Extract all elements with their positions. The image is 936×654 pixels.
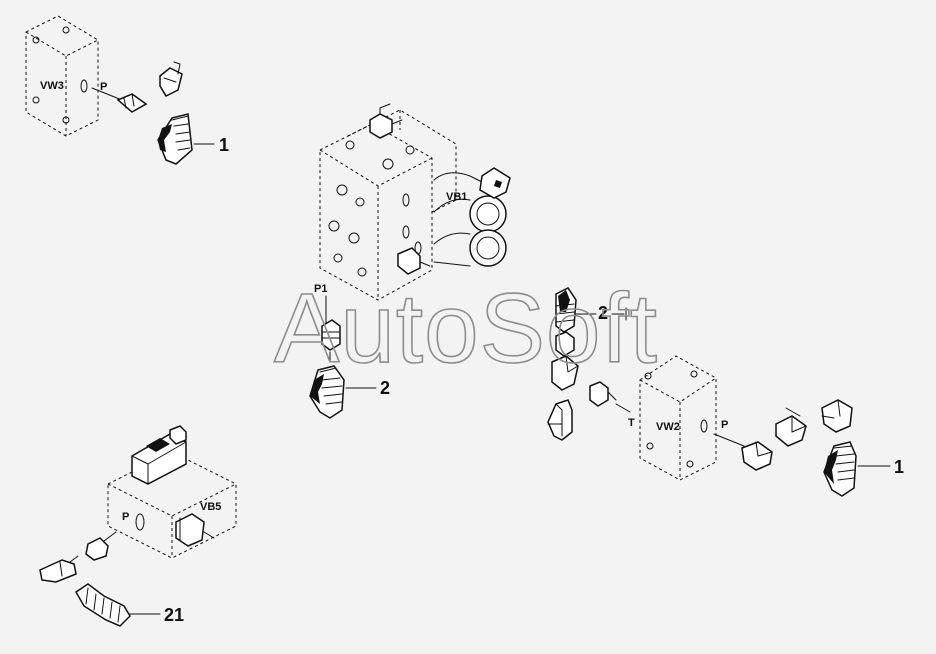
center-right-fittings [547,287,631,441]
quick-coupler-icon [157,113,193,165]
vw2-port-p-label: P [721,419,728,431]
vb5-label: VB5 [200,501,221,513]
vw3-port-p-label: P [100,81,107,93]
vw2-valve-block: VW2 T P [628,355,745,481]
vw2-port-t-label: T [628,417,635,429]
vw3-label: VW3 [40,80,64,92]
callout-21-bottom-left: 21 [164,605,184,625]
vw3-fittings [116,61,215,165]
callout-2-leader [611,307,627,321]
vb1-fittings [309,319,377,419]
quick-coupler-icon [75,583,131,627]
callout-2-center-right: 2 [598,303,608,323]
vw2-fittings [741,399,891,497]
quick-coupler-icon [823,441,857,497]
vw3-valve-block: VW3 P [25,15,123,137]
vw2-label: VW2 [656,421,680,433]
vb1-port-p1-label: P1 [314,283,327,295]
vb5-port-p-label: P [122,511,129,523]
callout-1-top-left: 1 [219,135,229,155]
autosoft-watermark: AutoSoft [274,273,658,383]
callout-1-right: 1 [894,457,904,477]
vb1-valve-block: VB1 P1 [314,103,511,327]
quick-coupler-icon [555,287,577,333]
vb5-valve-block: P VB5 [99,425,237,559]
quick-coupler-icon [309,365,345,419]
vb1-label: VB1 [446,191,467,203]
callout-2-center-bottom: 2 [380,378,390,398]
vb5-fittings [39,537,161,627]
